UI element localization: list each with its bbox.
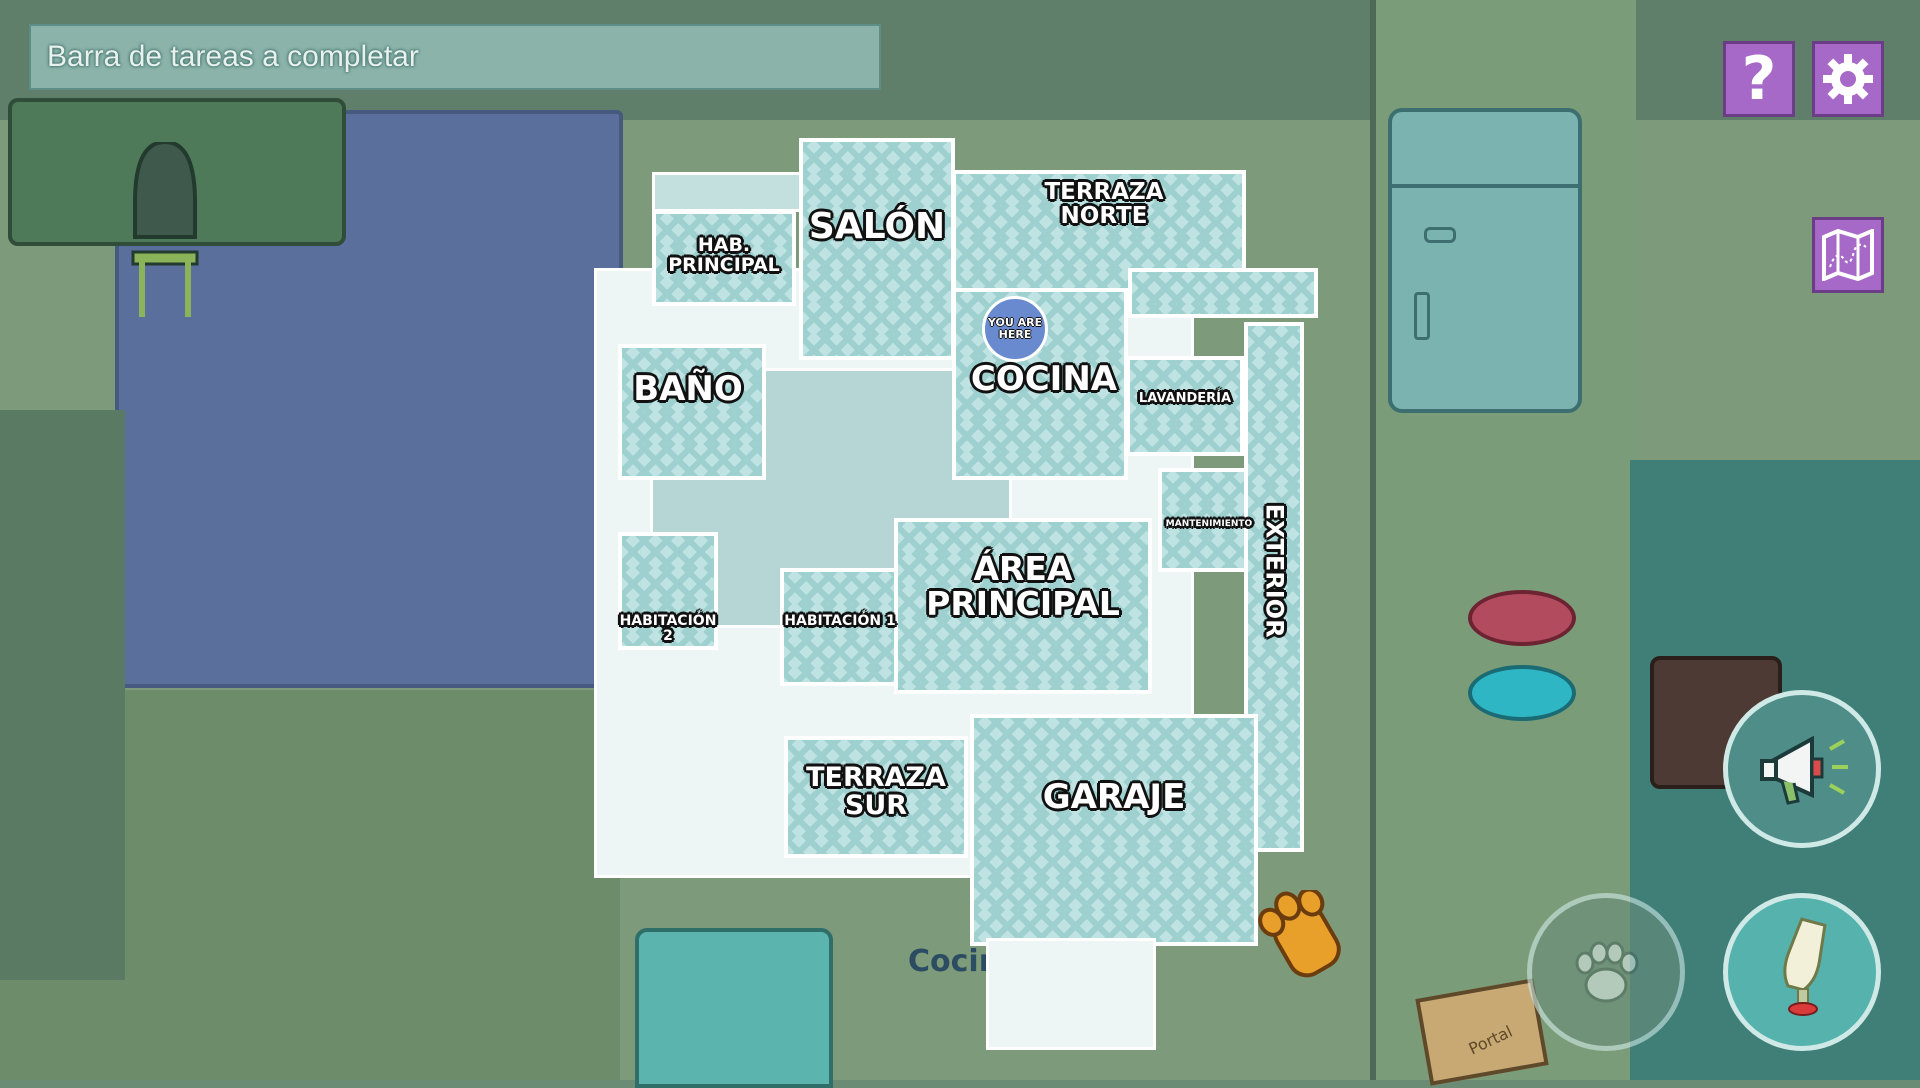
megaphone-icon bbox=[1760, 735, 1848, 805]
gear-icon bbox=[1823, 54, 1873, 104]
label-terraza-sur: TERRAZA SUR bbox=[806, 762, 946, 822]
room-garaje[interactable] bbox=[970, 714, 1258, 946]
scene-chair bbox=[131, 142, 199, 317]
label-habitacion-1: HABITACIÓN 1 bbox=[784, 613, 896, 629]
label-area-principal: ÁREA PRINCIPAL bbox=[926, 549, 1120, 623]
label-terraza-norte: TERRAZA NORTE bbox=[1044, 179, 1164, 230]
paw-cursor-icon bbox=[1258, 890, 1341, 978]
room-hab-principal[interactable] bbox=[652, 210, 796, 306]
room-terraza-sur[interactable] bbox=[784, 736, 968, 858]
bottle-button[interactable] bbox=[1723, 893, 1881, 1051]
megaphone-button[interactable] bbox=[1723, 690, 1881, 848]
water-bowl[interactable] bbox=[1468, 665, 1576, 721]
room-lavanderia[interactable] bbox=[1126, 356, 1244, 456]
task-bar[interactable]: Barra de tareas a completar bbox=[29, 24, 881, 90]
label-bano: BAÑO bbox=[633, 369, 743, 409]
scene-bench bbox=[635, 928, 833, 1088]
paw-button[interactable] bbox=[1527, 893, 1685, 1051]
label-exterior: EXTERIOR bbox=[1260, 503, 1289, 638]
room-habitacion-1[interactable] bbox=[780, 568, 898, 686]
map-hall-top bbox=[652, 172, 808, 212]
room-habitacion-2[interactable] bbox=[618, 532, 718, 650]
label-habitacion-2: HABITACIÓN 2 bbox=[619, 613, 717, 644]
location-label: Cocin bbox=[908, 944, 1001, 979]
scene-stairs bbox=[0, 410, 125, 980]
room-terraza-norte[interactable] bbox=[952, 170, 1246, 296]
label-mantenimiento: MANTENIMIENTO bbox=[1165, 519, 1253, 529]
paw-icon bbox=[1575, 941, 1639, 1003]
label-salon: SALÓN bbox=[808, 206, 946, 247]
room-terraza-norte-ext bbox=[1128, 268, 1318, 318]
bottle-icon bbox=[1783, 917, 1827, 1016]
settings-button[interactable] bbox=[1812, 41, 1884, 117]
you-are-here-text: YOU ARE HERE bbox=[987, 315, 1043, 341]
map-icon bbox=[1822, 229, 1874, 281]
room-mantenimiento[interactable] bbox=[1158, 468, 1260, 572]
food-bowl[interactable] bbox=[1468, 590, 1576, 646]
room-area-principal[interactable] bbox=[894, 518, 1152, 694]
scene-fridge bbox=[1388, 108, 1582, 413]
you-are-here-marker: YOU ARE HERE bbox=[982, 296, 1048, 362]
portal-box-label: Portal bbox=[1465, 1021, 1516, 1059]
label-hab-principal: HAB. PRINCIPAL bbox=[668, 234, 780, 276]
map-driveway bbox=[986, 938, 1156, 1050]
question-mark-icon: ? bbox=[1741, 44, 1777, 114]
room-bano[interactable] bbox=[618, 344, 766, 480]
room-salon[interactable] bbox=[799, 138, 955, 360]
help-button[interactable]: ? bbox=[1723, 41, 1795, 117]
label-cocina: COCINA bbox=[970, 359, 1118, 399]
house-map: SALÓN TERRAZA NORTE HAB. PRINCIPAL BAÑO … bbox=[594, 118, 1324, 1058]
label-lavanderia: LAVANDERÍA bbox=[1138, 391, 1232, 406]
task-bar-text: Barra de tareas a completar bbox=[47, 40, 419, 73]
map-button[interactable] bbox=[1812, 217, 1884, 293]
label-garaje: GARAJE bbox=[1042, 777, 1186, 817]
